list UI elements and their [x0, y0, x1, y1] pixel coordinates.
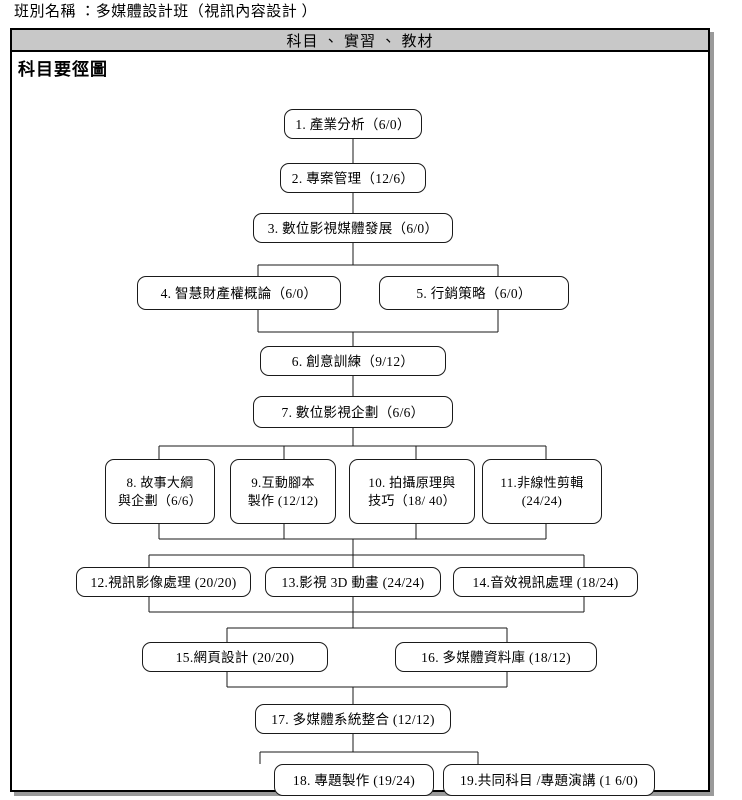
course-node-9[interactable]: 9.互動腳本 製作 (12/12) — [230, 459, 336, 524]
course-node-7[interactable]: 7. 數位影視企劃（6/6） — [253, 396, 453, 428]
curriculum-table: 科目 、 實習 、 教材 科目要徑圖 — [10, 28, 710, 796]
course-node-15[interactable]: 15.網頁設計 (20/20) — [142, 642, 328, 672]
course-node-19[interactable]: 19.共同科目 /專題演講 (1 6/0) — [443, 764, 655, 796]
class-name-heading: 班別名稱 ：多媒體設計班（視訊內容設計 ） — [14, 4, 318, 20]
course-node-3[interactable]: 3. 數位影視媒體發展（6/0） — [253, 213, 453, 243]
course-node-6[interactable]: 6. 創意訓練（9/12） — [260, 346, 446, 376]
table-body: 科目要徑圖 — [12, 52, 708, 796]
course-node-2[interactable]: 2. 專案管理（12/6） — [280, 163, 426, 193]
table-header-cell: 科目 、 實習 、 教材 — [12, 30, 708, 52]
course-node-17[interactable]: 17. 多媒體系統整合 (12/12) — [255, 704, 451, 734]
course-node-16[interactable]: 16. 多媒體資料庫 (18/12) — [395, 642, 597, 672]
course-node-5[interactable]: 5. 行銷策略（6/0） — [379, 276, 569, 310]
course-node-13[interactable]: 13.影視 3D 動畫 (24/24) — [265, 567, 441, 597]
course-node-8[interactable]: 8. 故事大綱 與企劃（6/6） — [105, 459, 215, 524]
critical-path-diagram: 1. 產業分析（6/0） 2. 專案管理（12/6） 3. 數位影視媒體發展（6… — [12, 52, 708, 796]
course-node-4[interactable]: 4. 智慧財產權概論（6/0） — [137, 276, 341, 310]
page-title: 科目要徑圖 — [18, 60, 108, 79]
course-node-1[interactable]: 1. 產業分析（6/0） — [284, 109, 422, 139]
page-shadow-right — [710, 32, 714, 796]
course-node-10[interactable]: 10. 拍攝原理與 技巧（18/ 40） — [349, 459, 475, 524]
course-node-11[interactable]: 11.非線性剪輯 (24/24) — [482, 459, 602, 524]
course-node-14[interactable]: 14.音效視訊處理 (18/24) — [453, 567, 638, 597]
course-node-12[interactable]: 12.視訊影像處理 (20/20) — [76, 567, 251, 597]
course-node-18[interactable]: 18. 專題製作 (19/24) — [274, 764, 434, 796]
